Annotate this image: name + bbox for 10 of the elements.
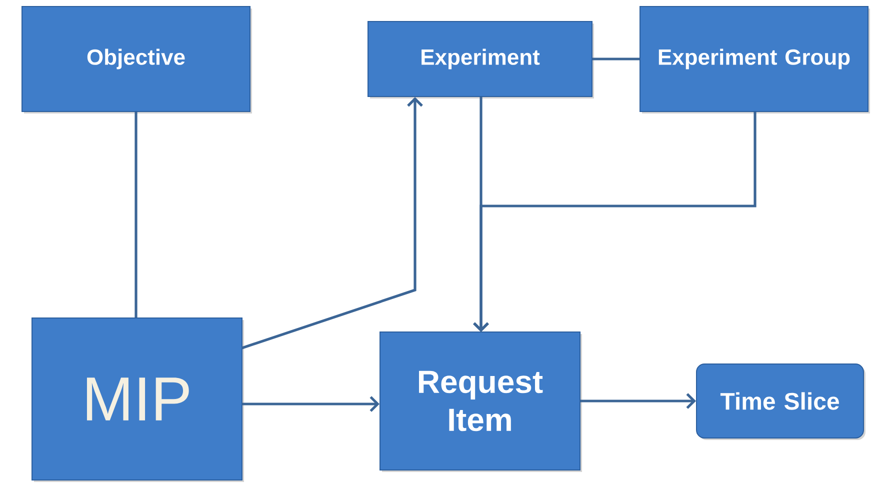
process-box: Request Item: [380, 332, 582, 472]
process-box: MIP: [32, 318, 244, 482]
connector-arrow: [580, 393, 696, 409]
connector-arrow: [473, 112, 756, 332]
connector-arrow: [242, 396, 380, 412]
process-box: Experiment: [368, 21, 594, 98]
process-box: Objective: [22, 6, 252, 114]
process-box: Time Slice: [696, 364, 866, 440]
process-box: Experiment Group: [640, 6, 870, 114]
connector-arrow: [242, 97, 423, 350]
